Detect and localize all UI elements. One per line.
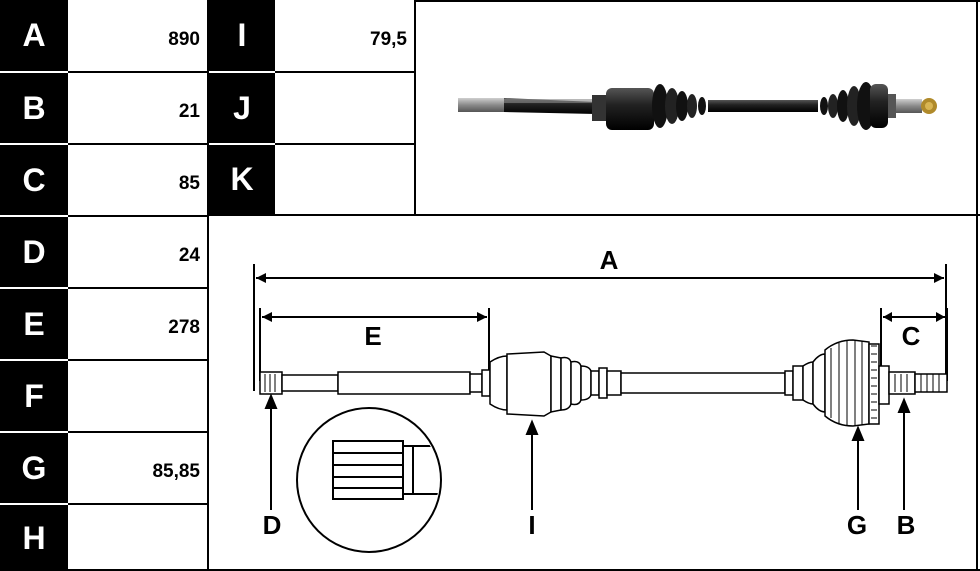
left-shaft-section	[281, 374, 339, 392]
grid-line	[68, 359, 207, 361]
arrowhead	[264, 393, 278, 409]
arrowhead	[897, 397, 911, 413]
diagram-label-d: D	[263, 510, 282, 540]
arrowhead	[883, 312, 892, 322]
diagram-label-g: G	[847, 510, 867, 540]
arrowhead	[934, 273, 944, 283]
drive-shaft-photo	[458, 82, 937, 130]
value-e: 278	[68, 289, 207, 359]
label-f: F	[0, 361, 68, 431]
inner-collar	[481, 369, 491, 397]
label-e: E	[0, 289, 68, 359]
left-spline	[259, 371, 283, 395]
label-j: J	[209, 73, 275, 143]
diagram-label-a: A	[600, 245, 619, 275]
label-g: G	[0, 433, 68, 503]
diagram-label-i: I	[528, 510, 535, 540]
grid-line	[68, 287, 207, 289]
label-d: D	[0, 217, 68, 287]
value-b: 21	[68, 73, 207, 143]
grid-line	[414, 0, 416, 216]
arrowhead	[851, 425, 865, 441]
inner-boot-clamp	[489, 355, 508, 411]
value-i: 79,5	[275, 0, 414, 71]
grid-line	[68, 71, 207, 73]
grid-line	[275, 71, 414, 73]
value-j	[275, 73, 414, 143]
spline-detail-circle	[296, 407, 442, 553]
right-spline	[888, 371, 916, 395]
dimension-diagram: A E C D I G B	[253, 245, 948, 553]
arrowhead	[262, 312, 272, 322]
arrowhead	[525, 419, 539, 435]
grid-line	[209, 214, 980, 216]
value-d: 24	[68, 217, 207, 287]
label-h: H	[0, 505, 68, 571]
grid-line	[976, 0, 978, 571]
grid-line	[68, 431, 207, 433]
inner-joint-housing	[506, 351, 552, 417]
grid-line	[275, 143, 414, 145]
arrowhead	[477, 312, 487, 322]
value-f	[68, 361, 207, 431]
label-b: B	[0, 73, 68, 143]
label-a: A	[0, 0, 68, 71]
grid-line	[68, 503, 207, 505]
diagram-label-c: C	[902, 321, 921, 351]
value-c: 85	[68, 145, 207, 215]
middle-shaft	[620, 372, 786, 394]
arrowhead	[936, 312, 945, 322]
value-k	[275, 145, 414, 214]
label-k: K	[209, 145, 275, 214]
grid-line	[207, 0, 209, 571]
grid-line	[68, 215, 207, 217]
diagram-label-e: E	[364, 321, 381, 351]
label-c: C	[0, 145, 68, 215]
shaft-ring	[469, 373, 483, 393]
value-h	[68, 505, 207, 571]
grid-line	[414, 0, 980, 2]
abs-ring	[868, 343, 880, 425]
left-shaft	[337, 371, 471, 395]
label-i: I	[209, 0, 275, 71]
value-g: 85,85	[68, 433, 207, 503]
grid-line	[68, 143, 207, 145]
grid-line	[0, 569, 980, 571]
spline-detail-body	[332, 440, 404, 500]
right-thread	[914, 373, 948, 393]
diagram-label-b: B	[897, 510, 916, 540]
value-a: 890	[68, 0, 207, 71]
arrowhead	[256, 273, 266, 283]
